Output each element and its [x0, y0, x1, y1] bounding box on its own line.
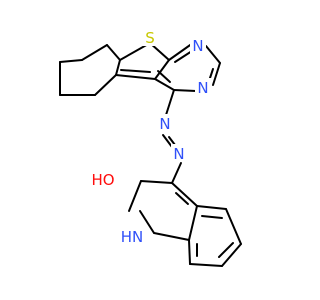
bond-cyclohexane-7 [59, 59, 83, 63]
bond-benzene-double-2 [218, 242, 234, 258]
atom-label-n-top: N [192, 37, 203, 55]
bond-indole-double [175, 192, 189, 205]
atom-label-n-mid: N [197, 79, 208, 97]
bond-pyrimidine-3 [212, 62, 221, 86]
bond-azo-link-2 [171, 162, 182, 184]
molecule-diagram: S N N N N HO HN [0, 0, 300, 300]
atom-label-layer: S N N N N HO HN [91, 29, 208, 246]
bond-pyrimidine-4 [173, 89, 197, 92]
bond-cyclohexane-2 [106, 44, 121, 61]
bond-thiophene-3 [154, 59, 170, 80]
label-background-n-azo1 [157, 114, 173, 132]
bond-benzene-5 [188, 239, 191, 265]
label-background-n-mid [195, 78, 211, 96]
bond-indole-6 [171, 182, 198, 207]
bond-pyrimidine-double-1 [174, 50, 193, 63]
bond-benzene-3 [221, 243, 242, 267]
bond-indole-4 [153, 232, 190, 241]
bond-pyrimidine-double-3 [157, 70, 171, 83]
bond-indole-1 [140, 180, 173, 184]
atom-background-layer [88, 28, 211, 245]
bond-benzene-double-1 [201, 215, 223, 219]
atom-label-n-azo1: N [159, 115, 170, 133]
bond-cyclohexane-4 [94, 74, 117, 96]
bond-cyclohexane-3 [115, 59, 121, 76]
bond-pyrimidine-2 [205, 45, 221, 64]
bond-benzene-2 [225, 208, 242, 245]
atom-label-n-azo2: N [173, 145, 184, 163]
bond-indole-2 [128, 180, 142, 212]
label-background-n-top [190, 36, 206, 54]
atom-label-s: S [145, 29, 155, 47]
bond-thiophene-4 [115, 74, 156, 80]
label-background-s [142, 28, 158, 46]
label-background-n-azo2 [171, 144, 187, 162]
bond-indole-3 [139, 210, 155, 234]
bond-thiophene-double [120, 69, 151, 73]
bond-cyclohexane-1 [81, 44, 108, 61]
label-background-ho [88, 170, 118, 188]
bond-pyrimidine-1 [168, 42, 194, 61]
atom-label-ho: HO [91, 171, 114, 189]
bond-benzene-1 [196, 205, 227, 210]
bond-indole-5 [188, 205, 198, 241]
atom-label-nh: HN [121, 228, 144, 246]
label-background-nh [117, 227, 147, 245]
bond-azo-link-1 [165, 89, 175, 116]
canvas-background [0, 0, 300, 300]
bond-benzene-4 [189, 263, 223, 267]
bond-pyrimidine-5 [154, 78, 175, 91]
